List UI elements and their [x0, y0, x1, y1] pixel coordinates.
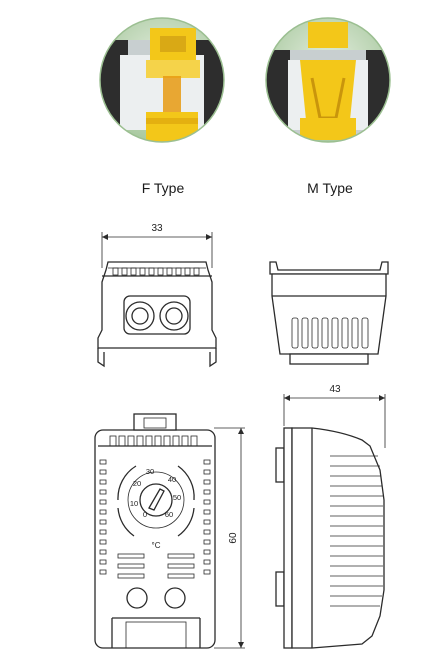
- m-type-label: M Type: [307, 180, 353, 196]
- side-view: 43: [275, 384, 386, 649]
- dial-scale-label: 50: [173, 493, 181, 502]
- dial-ring: [117, 465, 195, 537]
- dial-scale-label: 10: [130, 499, 138, 508]
- dial-unit: °C: [152, 541, 161, 550]
- dial-scale-label: 30: [146, 467, 154, 476]
- front-side-vents: [99, 459, 211, 575]
- dial-scale-label: 60: [165, 510, 173, 519]
- f-type-label: F Type: [142, 180, 185, 196]
- dim-33: 33: [151, 223, 163, 234]
- side-slats: [330, 455, 383, 607]
- m-type-photo: [265, 17, 391, 143]
- dial-scale-label: 20: [133, 479, 141, 488]
- front-view-dial: 60: [94, 413, 245, 649]
- top-front-view: 33: [97, 223, 217, 368]
- front-lower-vents: [117, 553, 195, 579]
- top-vents: [112, 267, 200, 276]
- f-type-photo: [99, 17, 225, 143]
- dim-60: 60: [228, 532, 239, 544]
- dial-scale-label: 0: [143, 510, 147, 519]
- dial-scale-label: 40: [168, 475, 176, 484]
- front-top-vents: [109, 435, 198, 447]
- dim-43: 43: [329, 384, 341, 395]
- top-side-view: [269, 261, 389, 365]
- side-vents: [291, 317, 369, 349]
